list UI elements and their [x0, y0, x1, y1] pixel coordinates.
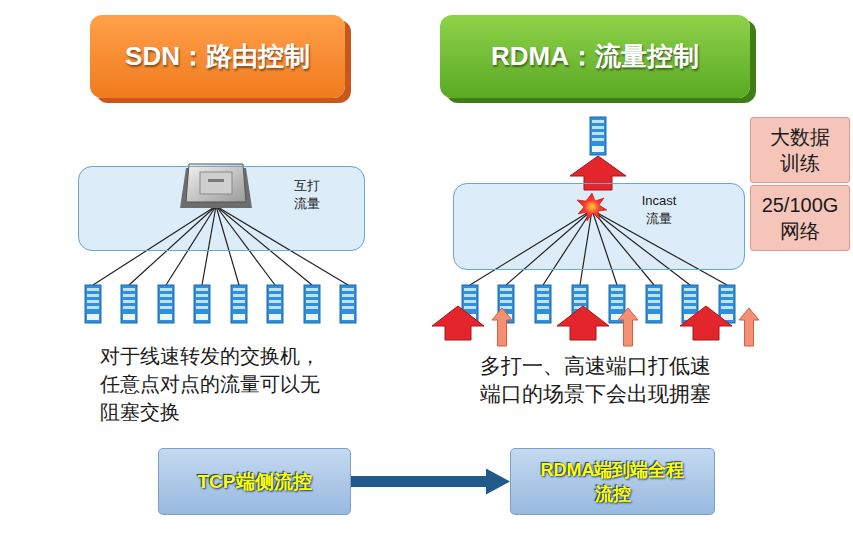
- node-text: TCP端侧流控: [198, 470, 312, 494]
- traffic-arrow: [739, 308, 759, 346]
- tag-box: 25/100G 网络: [750, 185, 850, 251]
- traffic-arrow: [570, 156, 626, 190]
- traffic-arrow: [618, 308, 638, 346]
- traffic-arrow: [492, 308, 512, 346]
- link-wire: [580, 210, 592, 285]
- server-icon: [535, 285, 551, 323]
- wires: [93, 206, 727, 285]
- caption-text: 多打一、高速端口打低速端口的场景下会出现拥塞: [480, 352, 711, 408]
- server-icon: [194, 285, 210, 323]
- node-text: SDN：路由控制: [125, 40, 310, 73]
- link-wire: [543, 210, 592, 285]
- server-icon: [121, 285, 137, 323]
- flow-control-box: RDMA端到端全程 流控: [510, 448, 715, 515]
- server-icon: [158, 285, 174, 323]
- node-text: 25/100G 网络: [759, 192, 841, 244]
- server-icon: [340, 285, 356, 323]
- node-text: 互打 流量: [292, 177, 322, 213]
- traffic-arrow: [557, 306, 609, 340]
- traffic-arrow: [680, 306, 732, 340]
- link-wire: [166, 206, 216, 285]
- link-wire: [470, 210, 592, 285]
- network-band: 互打 流量: [78, 166, 365, 251]
- server-icon: [267, 285, 283, 323]
- link-wire: [592, 210, 654, 285]
- flow-control-box: TCP端侧流控: [158, 448, 351, 515]
- server-icon: [590, 117, 606, 155]
- network-band: Incast 流量: [453, 183, 745, 270]
- band-fill: [453, 183, 745, 270]
- link-wire: [93, 206, 216, 285]
- header-box: RDMA：流量控制: [440, 15, 750, 98]
- link-wire: [216, 206, 275, 285]
- node-text: RDMA端到端全程 流控: [529, 458, 697, 506]
- flow-arrow: [351, 476, 486, 487]
- caption-text: 对于线速转发的交换机，任意点对点的流量可以无阻塞交换: [100, 342, 320, 426]
- link-wire: [592, 210, 690, 285]
- server-icon: [231, 285, 247, 323]
- link-wire: [216, 206, 312, 285]
- switch-chip: [180, 164, 252, 208]
- tag-box: 大数据 训练: [750, 117, 850, 183]
- header-box: SDN：路由控制: [90, 15, 345, 98]
- band-fill: [78, 166, 365, 251]
- servers: [85, 117, 735, 323]
- link-wire: [202, 206, 216, 285]
- node-text: 大数据 训练: [759, 124, 841, 176]
- traffic-arrows: [432, 156, 759, 346]
- node-text: Incast 流量: [634, 192, 684, 228]
- link-wire: [129, 206, 216, 285]
- traffic-arrow: [432, 306, 484, 340]
- congestion-burst: [577, 193, 607, 221]
- link-wire: [216, 206, 348, 285]
- server-icon: [646, 285, 662, 323]
- server-icon: [304, 285, 320, 323]
- node-text: RDMA：流量控制: [491, 40, 699, 73]
- server-icon: [85, 285, 101, 323]
- link-wire: [506, 210, 592, 285]
